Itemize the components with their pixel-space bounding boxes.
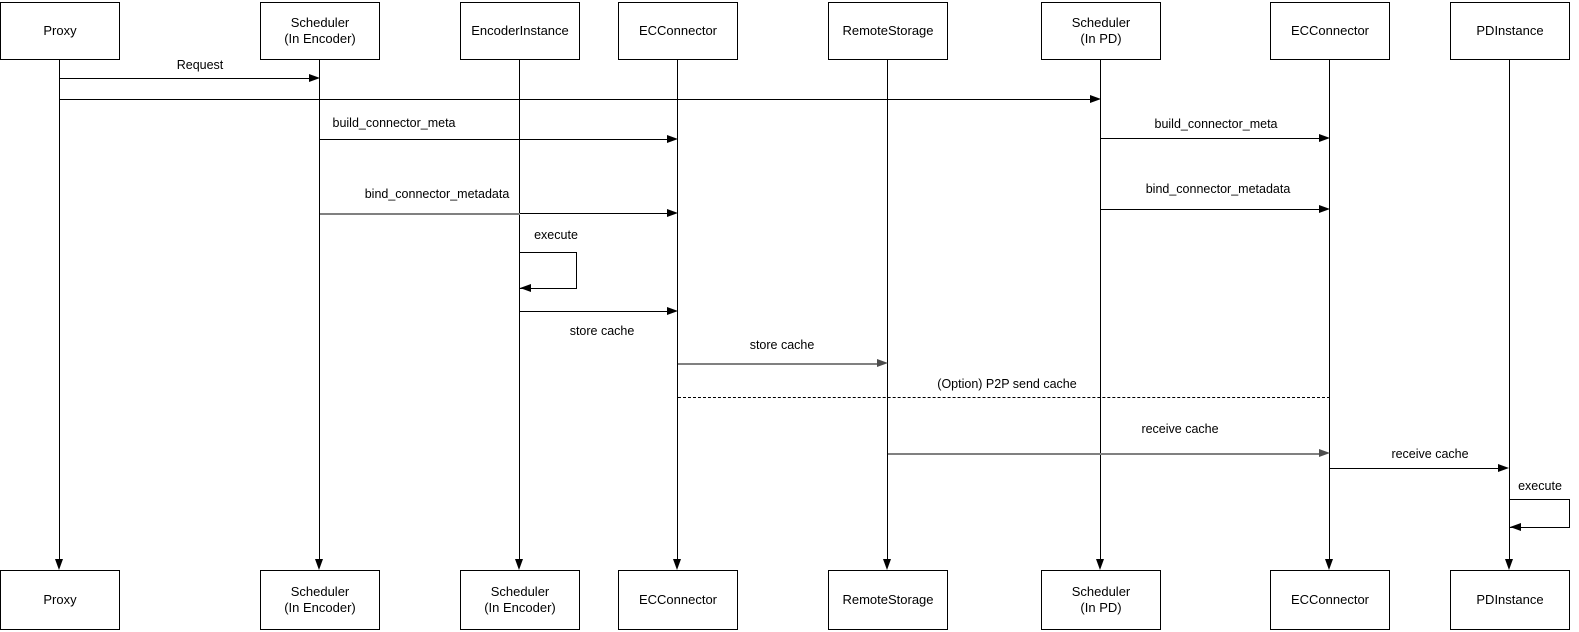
message-label-store-cache-to-remote: store cache	[747, 338, 817, 352]
lifeline-proxy	[59, 60, 60, 559]
actor-bottom-encoder-instance: Scheduler (In Encoder)	[460, 570, 580, 630]
message-line-bind-connector-metadata-left-gray-segment	[320, 212, 520, 215]
message-arrowhead-receive-cache-to-pd	[1498, 464, 1509, 472]
message-line-receive-cache-to-pd	[1330, 468, 1499, 469]
lifeline-pd-instance	[1509, 60, 1510, 559]
actor-bottom-remote-storage: RemoteStorage	[828, 570, 948, 630]
actor-top-scheduler-pd: Scheduler (In PD)	[1041, 2, 1161, 60]
message-label-execute-pd: execute	[1516, 479, 1564, 493]
actor-top-scheduler-encoder: Scheduler (In Encoder)	[260, 2, 380, 60]
message-arrowhead-build-connector-meta-left	[667, 135, 678, 143]
message-line-proxy-to-scheduler-pd	[60, 99, 1090, 100]
actor-top-remote-storage: RemoteStorage	[828, 2, 948, 60]
message-line-bind-connector-metadata-right	[1101, 209, 1320, 210]
lifeline-remote-storage	[887, 60, 888, 559]
message-label-receive-cache-from-remote: receive cache	[1139, 422, 1221, 436]
actor-bottom-proxy: Proxy	[0, 570, 120, 630]
self-loop-execute-pd	[1510, 499, 1570, 528]
lifeline-arrowhead-pd-instance	[1505, 559, 1513, 570]
message-label-bind-connector-metadata-left: bind_connector_metadata	[362, 187, 512, 201]
message-arrowhead-store-cache-to-connector	[667, 307, 678, 315]
message-label-request: Request	[174, 58, 226, 72]
message-line-request	[60, 78, 309, 79]
lifeline-scheduler-encoder	[319, 60, 320, 559]
lifeline-arrowhead-proxy	[55, 559, 63, 570]
message-arrowhead-store-cache-to-remote	[877, 359, 888, 367]
actor-top-pd-instance: PDInstance	[1450, 2, 1570, 60]
message-arrowhead-execute-pd	[1510, 523, 1521, 531]
lifeline-arrowhead-remote-storage	[883, 559, 891, 570]
message-line-store-cache-to-connector	[520, 311, 668, 312]
message-label-execute-encoder: execute	[532, 228, 580, 242]
message-label-build-connector-meta-left: build_connector_meta	[330, 116, 458, 130]
actor-bottom-ec-connector-2: ECConnector	[1270, 570, 1390, 630]
message-arrowhead-bind-connector-metadata-right	[1319, 205, 1330, 213]
actor-bottom-scheduler-pd: Scheduler (In PD)	[1041, 570, 1161, 630]
message-label-build-connector-meta-right: build_connector_meta	[1152, 117, 1280, 131]
lifeline-scheduler-pd	[1100, 60, 1101, 559]
message-arrowhead-build-connector-meta-right	[1319, 134, 1330, 142]
actor-bottom-pd-instance: PDInstance	[1450, 570, 1570, 630]
message-label-bind-connector-metadata-right: bind_connector_metadata	[1143, 182, 1293, 196]
message-arrowhead-bind-connector-metadata-left	[667, 209, 678, 217]
message-line-build-connector-meta-right	[1101, 138, 1320, 139]
message-arrowhead-proxy-to-scheduler-pd	[1090, 95, 1101, 103]
message-line-store-cache-to-remote	[678, 362, 877, 365]
message-arrowhead-receive-cache-from-remote	[1319, 449, 1330, 457]
message-line-p2p-send-cache	[678, 397, 1330, 398]
actor-bottom-ec-connector: ECConnector	[618, 570, 738, 630]
lifeline-arrowhead-scheduler-pd	[1096, 559, 1104, 570]
actor-top-proxy: Proxy	[0, 2, 120, 60]
message-line-receive-cache-from-remote	[888, 452, 1319, 455]
lifeline-arrowhead-ec-connector-2	[1325, 559, 1333, 570]
message-line-build-connector-meta-left	[320, 139, 668, 140]
lifeline-encoder-instance	[519, 60, 520, 559]
actor-bottom-scheduler-encoder: Scheduler (In Encoder)	[260, 570, 380, 630]
actor-top-ec-connector: ECConnector	[618, 2, 738, 60]
lifeline-arrowhead-ec-connector	[673, 559, 681, 570]
lifeline-arrowhead-encoder-instance	[515, 559, 523, 570]
lifeline-arrowhead-scheduler-encoder	[315, 559, 323, 570]
message-line-bind-connector-metadata-left	[520, 213, 668, 214]
message-label-store-cache-to-connector: store cache	[567, 324, 637, 338]
message-label-receive-cache-to-pd: receive cache	[1389, 447, 1471, 461]
actor-top-encoder-instance: EncoderInstance	[460, 2, 580, 60]
message-arrowhead-request	[309, 74, 320, 82]
self-loop-execute-encoder	[520, 252, 577, 289]
message-label-p2p-send-cache: (Option) P2P send cache	[935, 377, 1079, 391]
lifeline-ec-connector-2	[1329, 60, 1330, 559]
message-arrowhead-execute-encoder	[520, 284, 531, 292]
actor-top-ec-connector-2: ECConnector	[1270, 2, 1390, 60]
